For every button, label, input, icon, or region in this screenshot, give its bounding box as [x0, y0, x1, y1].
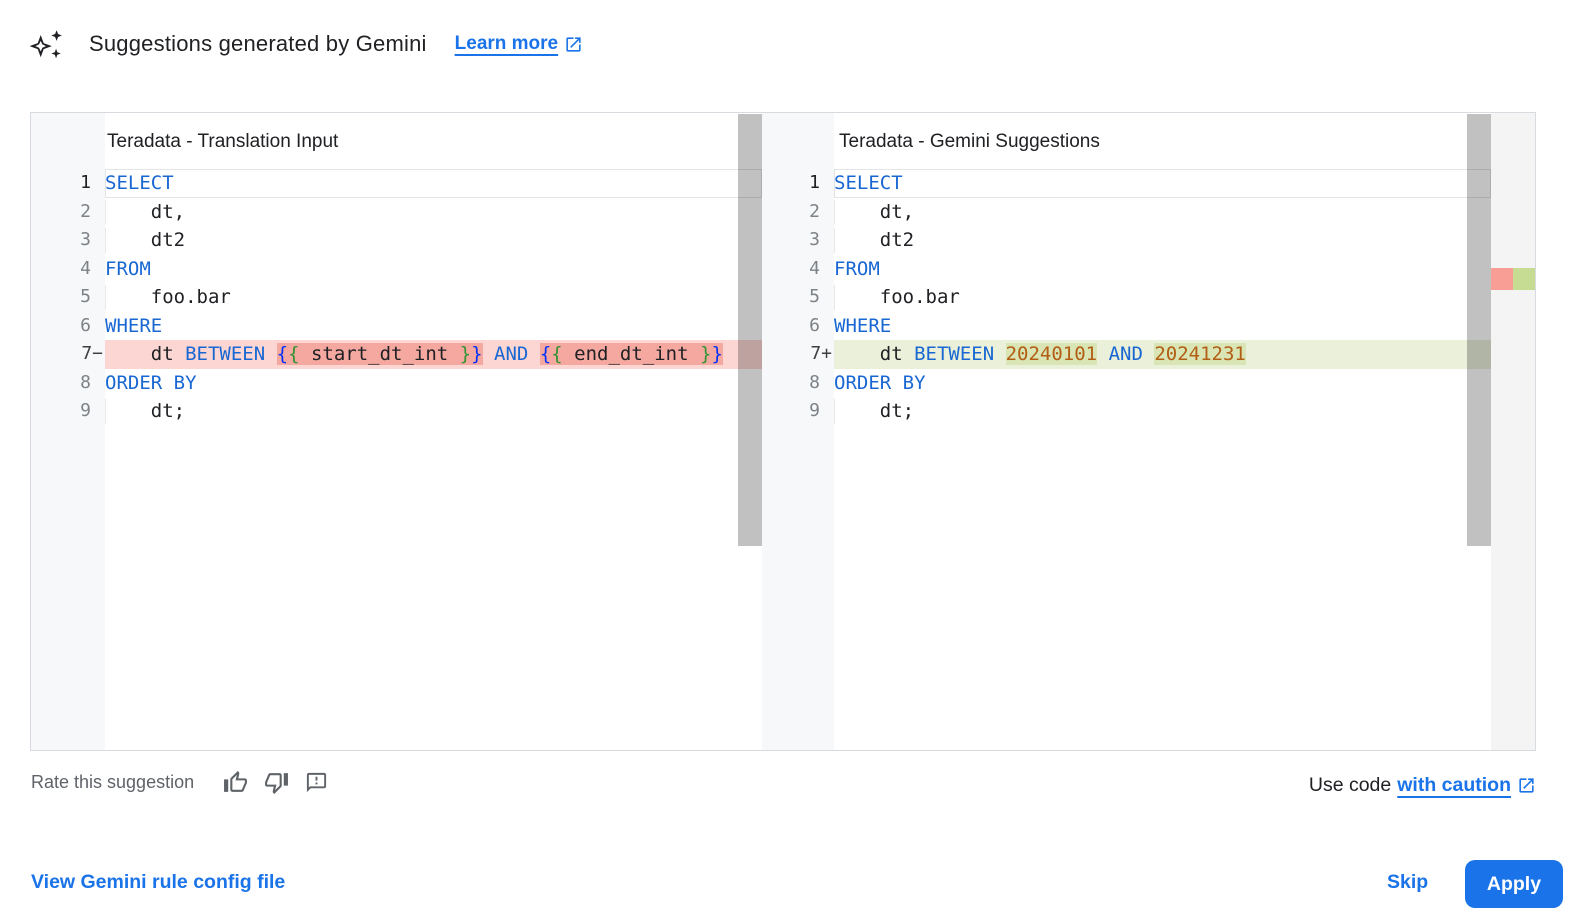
current-line-highlight	[834, 169, 1491, 198]
diff-overview-mark	[1491, 268, 1535, 290]
code-line: 4 FROM	[31, 255, 762, 284]
line-number: 2	[80, 200, 91, 222]
line-number: 8	[809, 371, 820, 393]
rate-label: Rate this suggestion	[31, 772, 195, 792]
current-line-highlight	[105, 169, 762, 198]
skip-button[interactable]: Skip	[1387, 871, 1429, 893]
code-line: 2 dt,	[762, 198, 1491, 227]
pane-translation-input: Teradata - Translation Input 1 SELECT 2 dt…	[31, 113, 762, 750]
line-number: 5	[809, 286, 820, 307]
diff-editor: Teradata - Translation Input 1 SELECT 2 dt…	[30, 112, 1536, 751]
line-number: 1	[80, 172, 91, 193]
line-number: 8	[80, 371, 91, 393]
line-number: 3	[809, 229, 820, 250]
pane-gemini-suggestions: Teradata - Gemini Suggestions 1 SELECT 2 d…	[762, 113, 1535, 750]
code-line: 9 dt;	[31, 397, 762, 426]
code-text: foo.bar	[834, 283, 1491, 312]
line-number: 3	[80, 229, 91, 250]
code-text: ORDER BY	[105, 371, 197, 394]
code-line: 5 foo.bar	[31, 283, 762, 312]
code-line: 5 foo.bar	[762, 283, 1491, 312]
code-line: 1 SELECT	[762, 169, 1491, 198]
code-text: ORDER BY	[834, 371, 926, 394]
thumb-down-icon	[265, 773, 289, 794]
panel-header: Suggestions generated by Gemini Learn mo…	[28, 26, 583, 62]
editor-gutter	[31, 113, 105, 750]
code-text: SELECT	[105, 172, 174, 194]
line-number: 2	[809, 200, 820, 222]
scrollbar[interactable]	[738, 114, 762, 546]
code-text: SELECT	[834, 172, 903, 194]
code-text: dt2	[834, 226, 1491, 255]
code-text: FROM	[834, 257, 880, 280]
with-caution-link[interactable]: with caution	[1397, 774, 1511, 796]
code-line: 6 WHERE	[31, 312, 762, 341]
feedback-icon	[307, 772, 327, 793]
code-text: dt2	[105, 226, 762, 255]
code-text: dt;	[105, 397, 762, 426]
page-title: Suggestions generated by Gemini	[89, 31, 427, 56]
apply-button[interactable]: Apply	[1465, 860, 1563, 908]
code-line: 1 SELECT	[31, 169, 762, 198]
code-line: 9 dt;	[762, 397, 1491, 426]
added-mark	[1513, 268, 1535, 290]
code-text: dt,	[105, 198, 762, 227]
line-number: 6	[809, 314, 820, 336]
code-text: dt BETWEEN {{ start_dt_int }} AND {{ end…	[105, 340, 762, 369]
code-line: 4 FROM	[762, 255, 1491, 284]
editor-gutter	[762, 113, 834, 750]
code-line: 6 WHERE	[762, 312, 1491, 341]
code-text: dt,	[834, 198, 1491, 227]
line-number: 9	[809, 400, 820, 421]
code-line: 8 ORDER BY	[762, 369, 1491, 398]
pane-title: Teradata - Translation Input	[107, 131, 339, 152]
code-text: dt;	[834, 397, 1491, 426]
scrollbar[interactable]	[1467, 114, 1491, 546]
open-in-new-icon	[1519, 778, 1534, 793]
pane-title: Teradata - Gemini Suggestions	[839, 131, 1100, 152]
thumb-up-icon	[224, 771, 248, 792]
use-code-text: Use code	[1308, 774, 1392, 796]
line-number: 1	[809, 172, 820, 193]
line-number: 4	[80, 257, 91, 279]
thumb-up-button[interactable]	[223, 770, 248, 795]
code-line: 7+ dt BETWEEN 20240101 AND 20241231	[762, 340, 1491, 369]
code-text: dt BETWEEN 20240101 AND 20241231	[834, 340, 1491, 369]
removed-mark	[1491, 268, 1513, 290]
feedback-button[interactable]	[305, 771, 328, 794]
thumb-down-button[interactable]	[264, 770, 289, 795]
open-in-new-icon	[566, 36, 581, 52]
overview-ruler	[1491, 113, 1535, 750]
code-text: WHERE	[834, 314, 892, 337]
code-text: foo.bar	[105, 283, 762, 312]
line-number: 5	[80, 286, 91, 307]
code-text: WHERE	[105, 314, 163, 337]
gemini-sparkle-icon	[29, 30, 62, 59]
line-number: 6	[80, 314, 91, 336]
code-line: 3 dt2	[762, 226, 1491, 255]
rate-row: Rate this suggestion	[31, 770, 336, 795]
line-number: 7−	[81, 343, 103, 364]
line-number: 7+	[810, 343, 832, 364]
line-number: 9	[80, 400, 91, 421]
code-text: FROM	[105, 257, 151, 280]
use-code-caution: Use code with caution	[1309, 774, 1536, 797]
code-line: 8 ORDER BY	[31, 369, 762, 398]
learn-more-link[interactable]: Learn more	[455, 33, 583, 55]
code-line: 3 dt2	[31, 226, 762, 255]
line-number: 4	[809, 257, 820, 279]
code-line: 2 dt,	[31, 198, 762, 227]
view-config-link[interactable]: View Gemini rule config file	[31, 871, 286, 893]
code-line: 7− dt BETWEEN {{ start_dt_int }} AND {{ …	[31, 340, 762, 369]
